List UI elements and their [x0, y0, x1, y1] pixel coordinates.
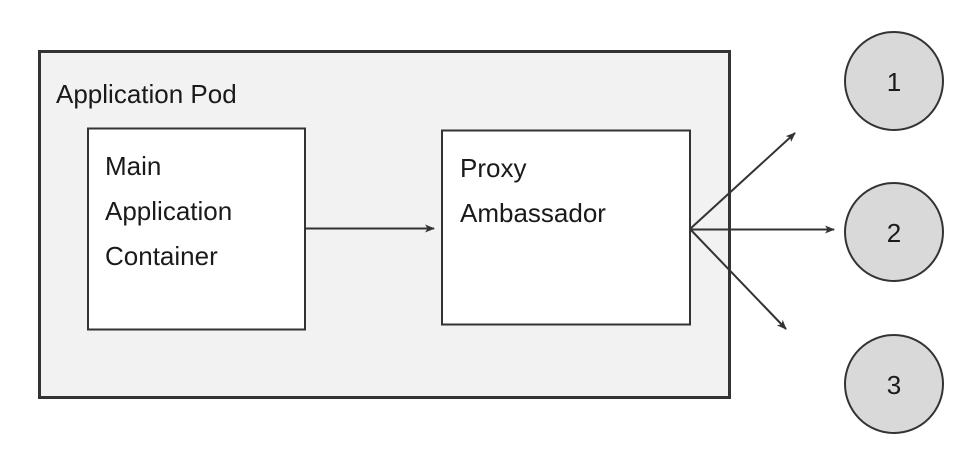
endpoint-3-label: 3: [887, 370, 901, 400]
endpoint-2-circle[interactable]: [844, 182, 944, 282]
connector-proxy-to-endpoint-1: [689, 132, 796, 230]
main-application-container-line-1: Main: [105, 151, 161, 181]
proxy-ambassador-line-1: Proxy: [460, 153, 526, 183]
endpoint-2-label: 2: [887, 218, 901, 248]
proxy-ambassador-line-2: Ambassador: [460, 198, 606, 228]
main-application-container-line-3: Container: [105, 241, 218, 271]
endpoint-1-circle[interactable]: [844, 31, 944, 131]
main-application-container-line-2: Application: [105, 196, 232, 226]
main-application-container-box[interactable]: [87, 127, 306, 331]
proxy-ambassador-box[interactable]: [441, 129, 691, 326]
endpoint-3-circle[interactable]: [844, 334, 944, 434]
connector-proxy-to-endpoint-3: [689, 228, 787, 330]
endpoint-1-label: 1: [887, 67, 901, 97]
application-pod-label: Application Pod: [56, 79, 237, 109]
